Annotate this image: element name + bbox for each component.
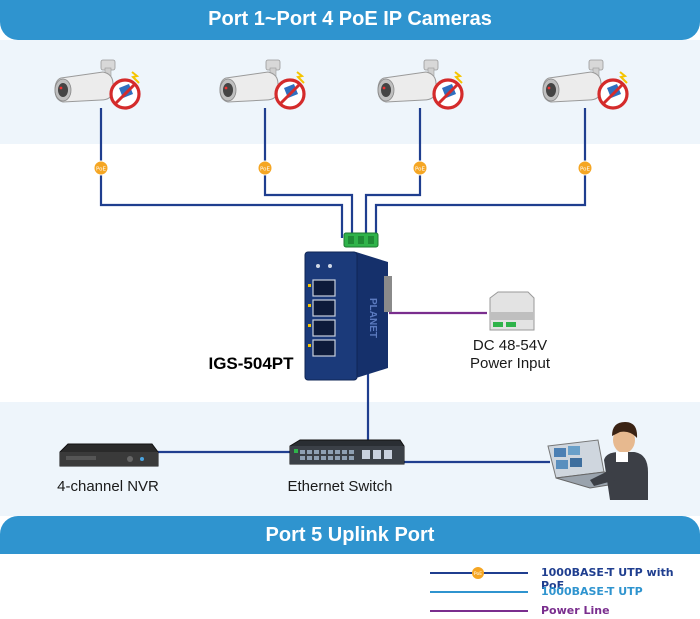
poe-badge-3: PoE	[412, 160, 428, 176]
legend-poe-badge	[472, 567, 484, 579]
ethernet-switch-label: Ethernet Switch	[287, 478, 393, 495]
poe-cable-2	[263, 108, 354, 238]
legend-text-power-line: Power Line	[541, 604, 610, 617]
poe-badges: PoE PoE PoE PoE	[93, 160, 593, 176]
camera-icon	[218, 58, 306, 110]
nvr-icon	[59, 443, 159, 467]
poe-badge-text: PoE	[580, 167, 590, 173]
poe-badge-text: PoE	[260, 167, 270, 173]
power-supply-icon	[489, 291, 535, 331]
poe-cable-3	[364, 108, 422, 238]
power-input-line1: DC 48-54V	[472, 337, 548, 354]
legend: PoE	[430, 567, 528, 612]
uplink-banner: Port 5 Uplink Port	[0, 516, 700, 554]
ethernet-switch-icon	[289, 439, 405, 465]
poe-cables	[99, 108, 587, 464]
device-model-label: IGS-504PT	[208, 354, 294, 373]
nvr-label: 4-channel NVR	[57, 478, 159, 495]
legend-text-utp-poe: 1000BASE-T UTP with PoE	[541, 566, 674, 592]
power-input-label: DC 48-54V Power Input	[452, 337, 568, 373]
poe-cable-4	[374, 108, 587, 238]
camera-icon	[53, 58, 141, 110]
legend-text-utp: 1000BASE-T UTP	[541, 585, 643, 598]
igs-504pt-switch-icon: PLANET	[304, 232, 392, 381]
power-input-line2: Power Input	[469, 355, 551, 372]
user-with-laptop-icon	[547, 422, 648, 500]
device-brand-text: PLANET	[367, 298, 378, 338]
legend-poe-badge-text: PoE	[474, 571, 482, 577]
poe-badge-1: PoE	[93, 160, 109, 176]
poe-badge-text: PoE	[415, 167, 425, 173]
title-banner: Port 1~Port 4 PoE IP Cameras	[0, 0, 700, 40]
camera-icon	[541, 58, 629, 110]
camera-icon	[376, 58, 464, 110]
poe-cable-1	[99, 108, 344, 238]
poe-badge-4: PoE	[577, 160, 593, 176]
poe-badge-text: PoE	[96, 167, 106, 173]
poe-badge-2: PoE	[257, 160, 273, 176]
